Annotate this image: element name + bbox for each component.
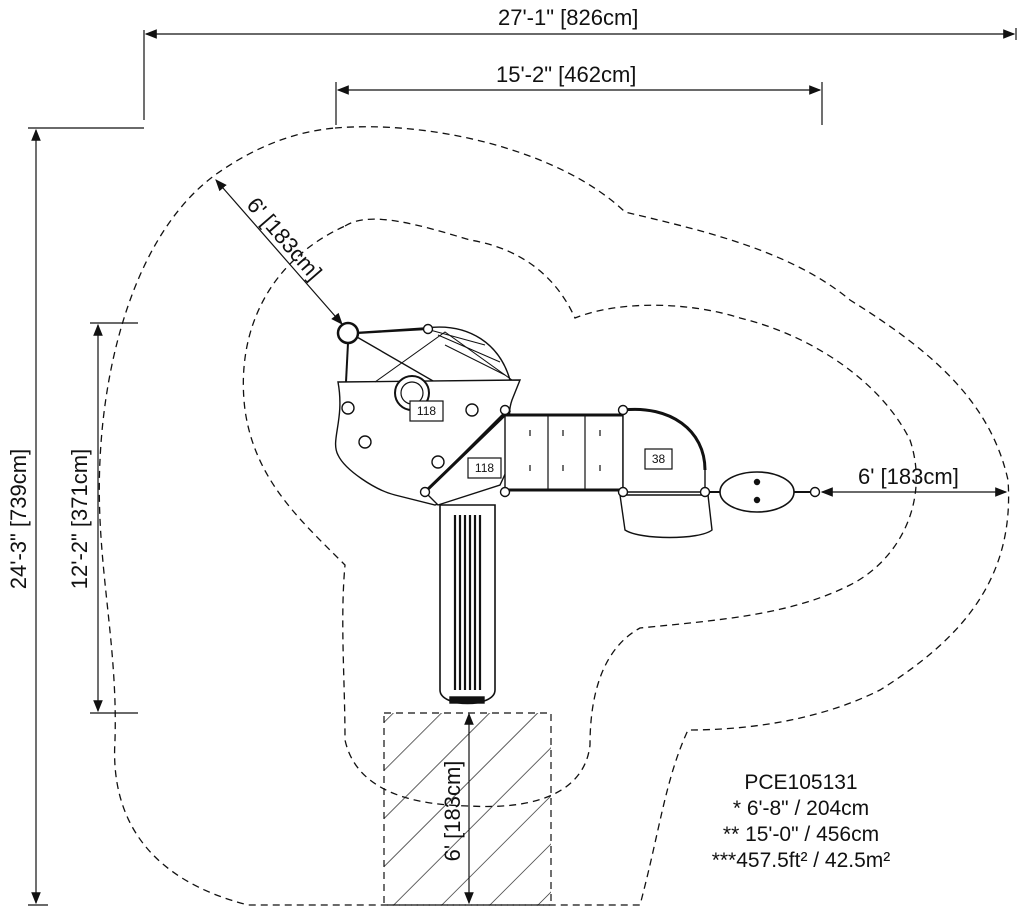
overall-width-label: 27'-1" [826cm] [498, 5, 639, 30]
deck-lower-tag-box [467, 457, 502, 479]
slide-clearance-label: 6' [183cm] [440, 760, 465, 862]
inner-safety-zone [242, 218, 917, 808]
roof-canopy-ribs [429, 329, 506, 376]
slide-rollers [453, 515, 482, 690]
inner-width-label: 15'-2" [462cm] [496, 62, 637, 87]
spring-element [719, 471, 795, 513]
deck-top-tag: 118 [416, 404, 437, 418]
height-spec-1: * 6'-8" / 204cm [732, 797, 870, 820]
right-clearance-label: 6' [183cm] [858, 464, 959, 489]
platform-tag-box [644, 448, 673, 470]
slide-exit-zone [383, 712, 552, 906]
bridge-walkway [504, 414, 624, 491]
diagonal-clearance-line [215, 179, 343, 325]
roller-slide [439, 504, 496, 705]
height-spec-2: ** 15'-0" / 456cm [722, 823, 880, 846]
deck-lower-tag: 118 [474, 461, 495, 475]
step-platform [619, 494, 713, 539]
handle-ring [336, 321, 360, 345]
inner-depth-label: 12'-2" [371cm] [67, 448, 92, 590]
deck-top-tag-box [409, 400, 444, 422]
platform-tag: 38 [651, 452, 666, 466]
overall-depth-label: 24'-3" [739cm] [6, 448, 31, 590]
model-info: PCE105131 * 6'-8" / 204cm ** 15'-0" / 45… [676, 770, 926, 874]
area-spec: ***457.5ft² / 42.5m² [711, 849, 891, 872]
play-structure [334, 321, 821, 705]
outer-safety-zone [98, 126, 1010, 906]
model-number: PCE105131 [744, 771, 858, 794]
